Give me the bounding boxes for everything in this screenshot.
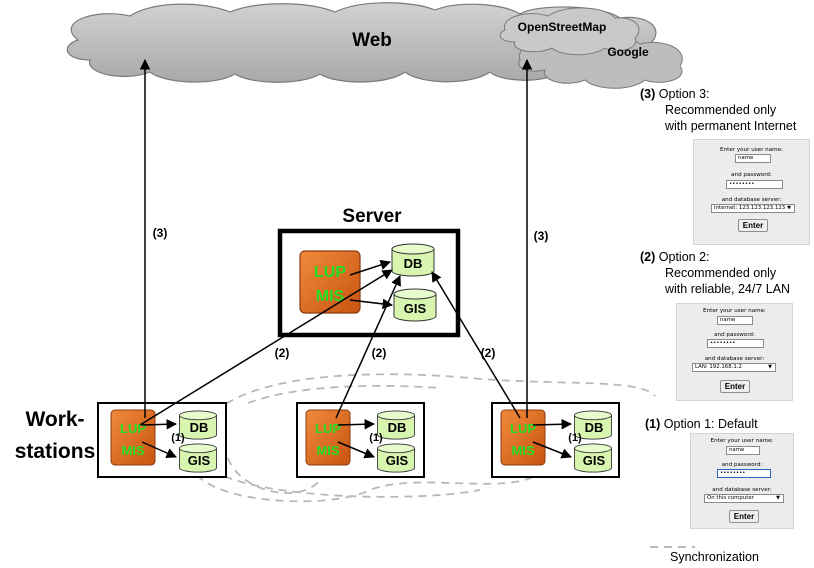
option-3-line1: Option 3: [658, 87, 710, 101]
ws2-lan-label: (2) [372, 346, 387, 360]
option-3-line3: with permanent Internet [665, 119, 797, 133]
option-3-username-field[interactable]: name [735, 154, 771, 163]
ws1-logo-line2: MIS [121, 443, 144, 458]
ws3-logo-line2: MIS [511, 443, 534, 458]
ws3-internet-label: (3) [534, 229, 549, 243]
option-2-password-field[interactable]: •••••••• [707, 339, 764, 348]
ws2-gis-arrow [337, 441, 375, 459]
option-1-password-caption: and password: [721, 462, 763, 468]
ws3-db-arrow [532, 419, 573, 430]
server-app-db-arrow [349, 259, 391, 276]
workstation-2: LUP MIS DB GIS (1) [296, 402, 425, 478]
ws2-logo-line2: MIS [316, 443, 339, 458]
server-app-gis-arrow [349, 298, 394, 310]
server-logo-line1: LUP [314, 264, 346, 281]
ws3-lan-arrow [431, 271, 521, 419]
option-2-server-value: LAN: 192.168.1.2 [695, 364, 742, 370]
server-db-label: DB [404, 256, 423, 271]
option-2-line2: Recommended only [665, 266, 777, 280]
ws2-logo-line1: LUP [315, 421, 341, 436]
ws2-db-arrow [337, 419, 376, 430]
ws3-logo-line1: LUP [510, 421, 536, 436]
ws3-gis-label: GIS [583, 453, 606, 468]
sync-legend-label: Synchronization [670, 550, 759, 564]
option-3-server-select[interactable]: Internet: 123.123.123.123▼ [711, 204, 795, 213]
ws2-gis-label: GIS [386, 453, 409, 468]
option-2-server-caption: and database server: [704, 356, 765, 362]
ws3-lan-label: (2) [481, 346, 496, 360]
option-2-password-caption: and password: [714, 332, 755, 338]
ws1-logo-line1: LUP [120, 421, 146, 436]
connection-arrows [139, 58, 573, 459]
option-2-username-caption: Enter your user name: [703, 308, 766, 314]
chevron-down-icon: ▼ [787, 205, 791, 211]
option-1-number: (1) [645, 417, 661, 431]
ws3-local-link-label: (1) [568, 432, 582, 444]
option-2-enter-button[interactable]: Enter [720, 380, 750, 393]
ws3-db-label: DB [585, 420, 604, 435]
cloud-service-openstreetmap: OpenStreetMap [518, 20, 607, 34]
workstations-title-line2: stations [15, 440, 96, 463]
option-1-password-field[interactable]: •••••••• [717, 469, 771, 478]
workstation-1: LUP MIS DB GIS (1) [97, 402, 227, 478]
option-3-server-value: Internet: 123.123.123.123 [714, 205, 786, 211]
workstations-title-line1: Work- [25, 408, 84, 431]
chevron-down-icon: ▼ [776, 495, 780, 501]
option-3-enter-button[interactable]: Enter [738, 219, 768, 232]
sync-dashed-curves [189, 373, 656, 503]
ws1-gis-arrow [141, 441, 177, 458]
ws1-lan-arrow [139, 269, 393, 426]
option-1-server-select[interactable]: On this computer ▼ [704, 494, 784, 503]
option-1-enter-button[interactable]: Enter [729, 510, 759, 523]
option-1-line1: Option 1: Default [663, 417, 758, 431]
ws3-gis-arrow [532, 441, 572, 459]
option-3-description: (3) Option 3: Recommended only with perm… [640, 86, 796, 134]
option-2-username-field[interactable]: name [717, 316, 753, 325]
server-gis-label: GIS [404, 301, 427, 316]
server-logo-line2: MIS [316, 288, 345, 305]
cloud-title: Web [352, 30, 392, 51]
option-1-login-form: Enter your user name: name and password:… [690, 433, 794, 529]
option-2-line1: Option 2: [658, 250, 710, 264]
option-1-description: (1) Option 1: Default [645, 416, 758, 432]
cloud-service-google: Google [607, 45, 649, 59]
option-1-server-value: On this computer [707, 495, 754, 501]
web-cloud [66, 2, 683, 89]
option-2-line3: with reliable, 24/7 LAN [665, 282, 791, 296]
ws1-db-label: DB [190, 420, 209, 435]
option-3-number: (3) [640, 87, 656, 101]
ws1-lan-label: (2) [275, 346, 290, 360]
option-2-number: (2) [640, 250, 656, 264]
option-3-password-field[interactable]: •••••••• [726, 180, 783, 189]
option-3-login-form: Enter your user name: name and password:… [693, 139, 810, 245]
option-2-login-form: Enter your user name: name and password:… [676, 303, 793, 401]
option-3-username-caption: Enter your user name: [720, 147, 783, 153]
option-3-line2: Recommended only [665, 103, 777, 117]
ws2-db-label: DB [388, 420, 407, 435]
ws2-local-link-label: (1) [369, 432, 383, 444]
ws1-local-link-label: (1) [171, 432, 185, 444]
option-2-server-select[interactable]: LAN: 192.168.1.2 ▼ [692, 363, 776, 372]
ws1-gis-label: GIS [188, 453, 211, 468]
option-1-username-field[interactable]: name [726, 446, 760, 455]
server-app-logo: LUP MIS [299, 250, 361, 314]
workstation-3: LUP MIS DB GIS (1) [491, 402, 620, 478]
option-3-password-caption: and password: [731, 172, 772, 178]
ws1-db-arrow [141, 419, 178, 430]
option-1-server-caption: and database server: [712, 487, 772, 493]
server-title: Server [342, 206, 402, 227]
chevron-down-icon: ▼ [768, 364, 772, 370]
option-1-username-caption: Enter your user name: [710, 438, 774, 444]
option-3-server-caption: and database server: [721, 197, 782, 203]
ws1-internet-label: (3) [153, 226, 168, 240]
option-2-description: (2) Option 2: Recommended only with reli… [640, 249, 790, 297]
